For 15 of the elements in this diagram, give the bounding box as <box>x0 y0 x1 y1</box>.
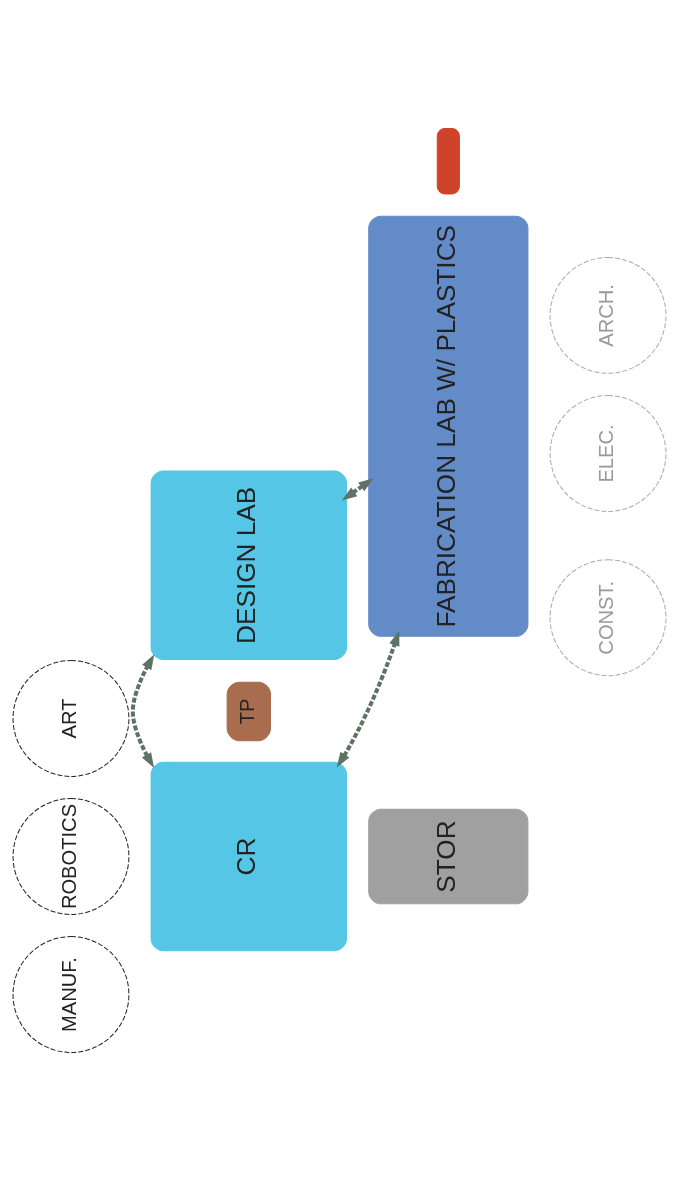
node-box: TP <box>226 681 271 741</box>
node-circle: ARCH. <box>549 256 666 374</box>
node-circle: ART <box>12 659 129 777</box>
node-box: CR <box>150 761 347 951</box>
node-box: DESIGN LAB <box>150 470 347 660</box>
node-box: STOR <box>367 808 528 904</box>
arrow <box>341 477 374 500</box>
node-circle: ELEC. <box>549 394 666 512</box>
node-circle: CONST. <box>549 558 666 676</box>
arrow <box>130 653 154 768</box>
arrow <box>336 630 399 767</box>
node-bar <box>436 127 460 194</box>
node-circle: ROBOTICS <box>12 797 129 915</box>
node-box: FABRICATION LAB W/ PLASTICS <box>367 215 528 637</box>
node-circle: MANUF. <box>12 935 129 1053</box>
